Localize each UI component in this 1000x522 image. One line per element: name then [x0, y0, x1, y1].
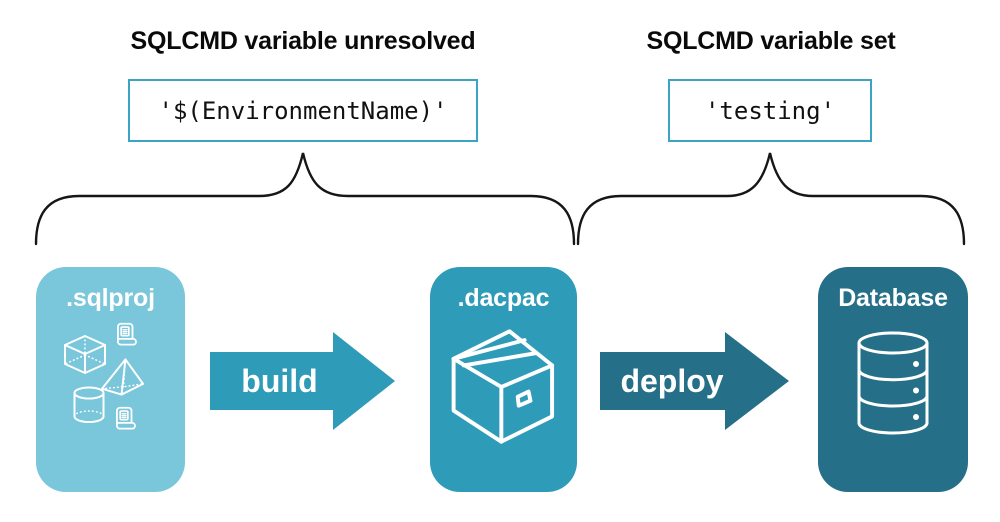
deploy-arrow-label: deploy: [620, 362, 724, 399]
arrow-right-icon: [210, 332, 395, 430]
cube-icon: [64, 335, 106, 374]
code-value-set: 'testing': [704, 96, 836, 125]
stage-dacpac: .dacpac: [430, 267, 577, 492]
stage-sqlproj-label: .sqlproj: [66, 284, 155, 312]
scroll-icon: [117, 322, 137, 346]
build-arrow-label: build: [241, 362, 318, 399]
stage-database: Database: [818, 267, 968, 492]
deploy-arrow: deploy: [598, 330, 793, 432]
heading-set: SQLCMD variable set: [646, 27, 896, 55]
scroll-icon: [116, 406, 136, 430]
arrow-right-icon: [600, 332, 789, 430]
stage-dacpac-label: .dacpac: [457, 284, 550, 312]
brace-group: [34, 152, 966, 246]
stage-database-label: Database: [838, 284, 948, 312]
stage-sqlproj: .sqlproj: [36, 267, 185, 492]
database-icon: [857, 331, 929, 435]
code-box-set: 'testing': [668, 79, 872, 142]
code-box-unresolved: '$(EnvironmentName)': [128, 79, 478, 142]
package-box-icon: [451, 329, 555, 444]
cylinder-icon: [73, 386, 105, 423]
heading-unresolved: SQLCMD variable unresolved: [130, 27, 476, 55]
brace-right-icon: [576, 152, 966, 246]
brace-left-icon: [34, 152, 576, 246]
code-value-unresolved: '$(EnvironmentName)': [158, 96, 448, 125]
build-arrow: build: [208, 330, 398, 432]
pyramid-icon: [100, 358, 145, 396]
